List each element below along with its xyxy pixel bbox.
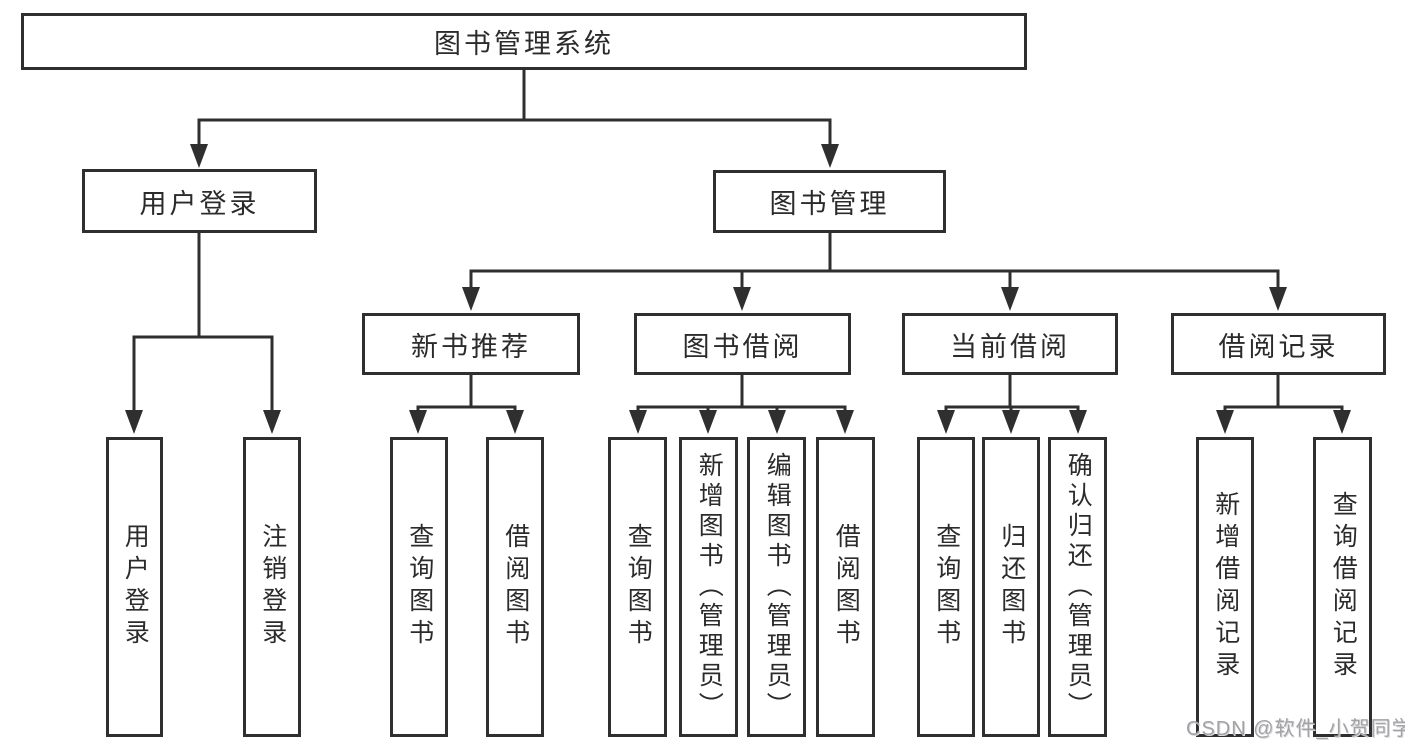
- leaf-query-borrow-record-label: 查询借阅记录: [1329, 491, 1358, 683]
- node-book-management-label: 图书管理: [769, 189, 890, 219]
- leaf-edit-book-admin-label: 编辑图书（管理员）: [763, 452, 792, 722]
- node-current-borrowing-label: 当前借阅: [950, 331, 1070, 362]
- csdn-watermark: CSDN @软件_小贺同学: [1186, 718, 1405, 740]
- node-new-book-recommend-label: 新书推荐: [411, 331, 531, 362]
- leaf-query-borrow-record: 查询借阅记录: [1313, 437, 1372, 737]
- leaf-return-books: 归还图书: [982, 437, 1040, 737]
- node-user-login-label: 用户登录: [139, 188, 260, 219]
- leaf-user-login: 用户登录: [106, 437, 163, 737]
- leaf-newbook-query-books: 查询图书: [390, 437, 448, 737]
- node-borrowing-records-label: 借阅记录: [1218, 331, 1339, 362]
- node-library-system: 图书管理系统: [21, 13, 1027, 70]
- leaf-edit-book-admin: 编辑图书（管理员）: [747, 437, 806, 737]
- leaf-newbook-borrow-books-label: 借阅图书: [501, 523, 530, 651]
- leaf-current-query-books: 查询图书: [917, 437, 975, 737]
- node-new-book-recommend: 新书推荐: [362, 313, 580, 375]
- node-library-system-label: 图书管理系统: [434, 29, 614, 59]
- leaf-current-query-books-label: 查询图书: [932, 523, 961, 651]
- leaf-add-borrow-record-label: 新增借阅记录: [1211, 491, 1240, 683]
- node-book-borrowing: 图书借阅: [634, 313, 851, 375]
- leaf-logout-login: 注销登录: [243, 437, 301, 737]
- node-user-login: 用户登录: [82, 169, 317, 233]
- leaf-borrowing-query-books-label: 查询图书: [624, 523, 653, 651]
- node-current-borrowing: 当前借阅: [902, 313, 1118, 375]
- leaf-newbook-query-books-label: 查询图书: [405, 523, 434, 651]
- leaf-confirm-return-admin-label: 确认归还（管理员）: [1064, 452, 1093, 722]
- node-book-borrowing-label: 图书借阅: [682, 331, 803, 362]
- leaf-add-book-admin: 新增图书（管理员）: [679, 437, 738, 737]
- leaf-add-borrow-record: 新增借阅记录: [1196, 437, 1254, 737]
- leaf-borrowing-borrow-books-label: 借阅图书: [832, 523, 861, 651]
- leaf-return-books-label: 归还图书: [997, 523, 1026, 651]
- leaf-add-book-admin-label: 新增图书（管理员）: [695, 452, 724, 722]
- leaf-borrowing-query-books: 查询图书: [608, 437, 667, 737]
- arrowhead-icons: [125, 144, 1351, 434]
- leaf-confirm-return-admin: 确认归还（管理员）: [1048, 437, 1107, 737]
- leaf-logout-login-label: 注销登录: [258, 523, 287, 651]
- leaf-borrowing-borrow-books: 借阅图书: [816, 437, 875, 737]
- leaf-newbook-borrow-books: 借阅图书: [486, 437, 544, 737]
- connector-paths: [132, 69, 1344, 411]
- leaf-user-login-label: 用户登录: [121, 523, 150, 651]
- node-book-management: 图书管理: [713, 170, 946, 233]
- node-borrowing-records: 借阅记录: [1171, 313, 1386, 375]
